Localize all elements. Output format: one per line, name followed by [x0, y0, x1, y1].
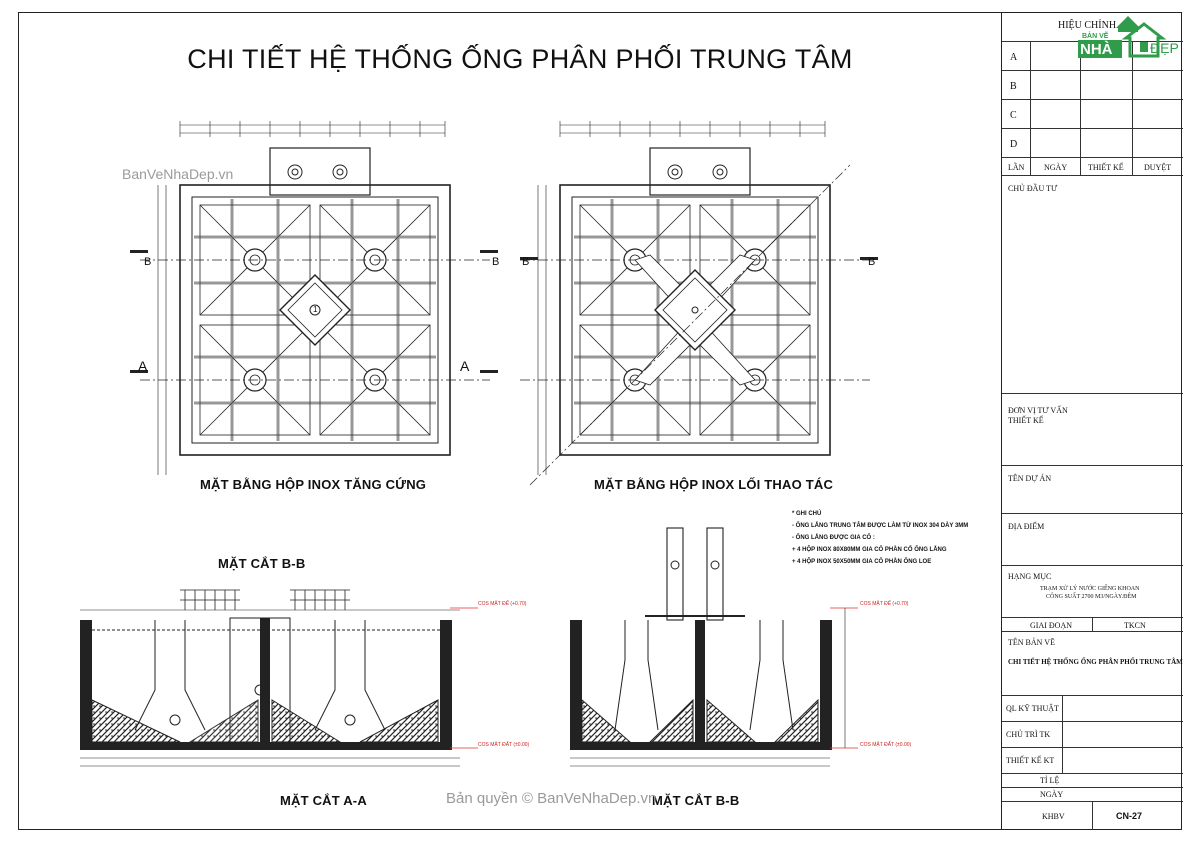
note-line-4: + 4 HỘP INOX 50X50MM GIA CỐ PHẦN ỐNG LOE — [792, 559, 932, 565]
tb-project: TÊN DỰ ÁN — [1002, 466, 1183, 514]
title-block: HIỆU CHỈNH A B C D LẦN NGÀY THIẾT KẾ DUY… — [1001, 12, 1183, 830]
technical-drawing — [80, 119, 878, 767]
level-bottom-right: COS MẶT ĐẤT (±0.00) — [860, 742, 912, 748]
section-mark-b-right: B — [492, 256, 500, 268]
watermark-top: BanVeNhaDep.vn — [122, 166, 234, 182]
tb-rev-columns: LẦN NGÀY THIẾT KẾ DUYỆT — [1002, 158, 1183, 176]
section-mark-b-left: B — [144, 256, 152, 268]
level-top-left: COS MẶT ĐẾ (+0.70) — [478, 601, 527, 607]
tb-chutri: CHỦ TRÌ TK — [1002, 722, 1183, 748]
center-mark: 1 — [313, 305, 318, 314]
note-line-1: - ỐNG LẮNG TRUNG TÂM ĐƯỢC LÀM TỪ INOX 30… — [792, 523, 969, 529]
tb-qlkt: QL KỸ THUẬT — [1002, 696, 1183, 722]
brand-logo — [1078, 16, 1167, 58]
logo-text-side: ĐẸP — [1150, 40, 1179, 56]
tb-thietke: THIẾT KẾ KT — [1002, 748, 1183, 774]
caption-section-aa: MẶT CẮT A-A — [280, 793, 367, 808]
plan-operation-access — [518, 119, 878, 486]
note-line-2: - ỐNG LẮNG ĐƯỢC GIA CỐ : — [792, 535, 875, 541]
caption-plan-right: MẶT BẰNG HỘP INOX LỐI THAO TÁC — [594, 477, 834, 492]
section-mark-a-left: A — [138, 358, 148, 374]
tb-location: ĐỊA ĐIỂM — [1002, 514, 1183, 566]
tb-scale: TỈ LỆ — [1002, 774, 1183, 788]
logo-text-main: NHÀ — [1080, 41, 1113, 58]
tb-owner: CHỦ ĐẦU TƯ — [1002, 176, 1183, 394]
section-mark-b-right-2: B — [868, 256, 876, 268]
caption-section-bb: MẶT CẮT B-B — [652, 793, 740, 808]
plan-reinforced-box — [130, 119, 498, 477]
tb-sheet: KHBV CN-27 — [1002, 802, 1183, 830]
section-b-b — [570, 527, 858, 767]
tb-date: NGÀY — [1002, 788, 1183, 802]
caption-section-bb-heading: MẶT CẮT B-B — [218, 556, 306, 571]
note-line-3: + 4 HỘP INOX 80X80MM GIA CỐ PHẦN CỔ ỐNG … — [792, 547, 947, 553]
notes-block: * GHI CHÚ - ỐNG LẮNG TRUNG TÂM ĐƯỢC LÀM … — [792, 508, 968, 568]
section-a-a — [80, 589, 478, 767]
tb-drawing-name: TÊN BẢN VẼ CHI TIẾT HỆ THỐNG ỐNG PHÂN PH… — [1002, 632, 1183, 696]
tb-category: HẠNG MỤC TRẠM XỬ LÝ NƯỚC GIẾNG KHOAN CÔN… — [1002, 566, 1183, 618]
level-bottom-left: COS MẶT ĐẤT (±0.00) — [478, 742, 530, 748]
drawing-frame — [18, 12, 1182, 830]
tb-rev-c: C — [1002, 100, 1183, 129]
tb-phase: GIAI ĐOẠN TKCN — [1002, 618, 1183, 632]
tb-rev-d: D — [1002, 129, 1183, 158]
tb-consultant: ĐƠN VỊ TƯ VẤN THIẾT KẾ — [1002, 394, 1183, 466]
caption-plan-left: MẶT BẰNG HỘP INOX TĂNG CỨNG — [200, 477, 427, 492]
section-mark-a-right: A — [460, 358, 470, 374]
drawing-title: CHI TIẾT HỆ THỐNG ỐNG PHÂN PHỐI TRUNG TÂ… — [187, 44, 853, 74]
watermark-bottom: Bản quyền © BanVeNhaDep.vn — [446, 790, 657, 807]
level-top-right: COS MẶT ĐẾ (+0.70) — [860, 601, 909, 607]
notes-heading: * GHI CHÚ — [792, 511, 822, 517]
tb-rev-b: B — [1002, 71, 1183, 100]
section-mark-b-left-2: B — [522, 256, 530, 268]
logo-text-top: BẢN VẼ — [1082, 33, 1109, 40]
